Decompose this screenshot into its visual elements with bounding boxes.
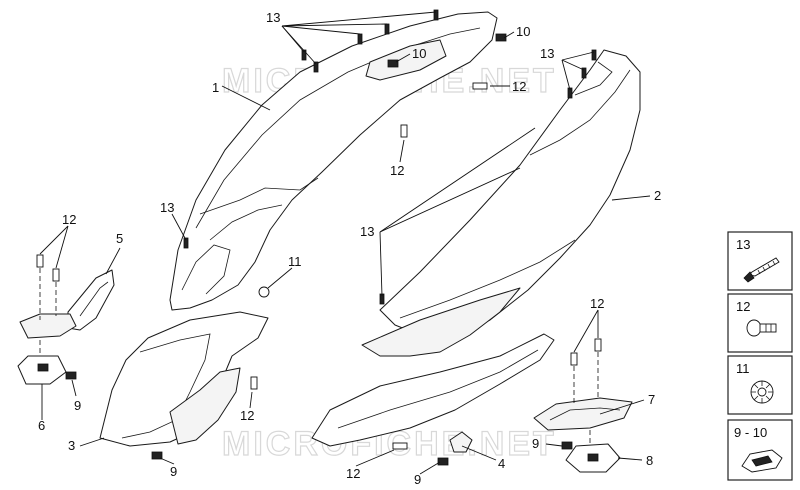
callout-10: 10: [516, 24, 530, 39]
part-4-lower-trim: [311, 333, 555, 453]
callout-12: 12: [62, 212, 76, 227]
callout-10: 10: [412, 46, 426, 61]
callout-9: 9: [532, 436, 539, 451]
callout-9: 9: [414, 472, 421, 487]
callout-3: 3: [68, 438, 75, 453]
bolt-icon: [746, 319, 777, 337]
legend-item-screw: 13: [727, 231, 793, 291]
spring-clip-icon: [741, 449, 783, 473]
screw-icon: [743, 257, 780, 283]
callout-7: 7: [648, 392, 655, 407]
callout-13: 13: [160, 200, 174, 215]
part-2-right-side-panel: [361, 49, 641, 357]
callout-12: 12: [240, 408, 254, 423]
callout-labels: 13 13 13 13 10 10 12 12 12 12 12 12 1 2 …: [38, 10, 661, 487]
legend-item-bolt: 12: [727, 293, 793, 353]
callout-5: 5: [116, 231, 123, 246]
part-3-left-lower-panel: [99, 311, 269, 447]
callout-4: 4: [498, 456, 505, 471]
part-6-bracket-left: [17, 313, 77, 385]
callout-1: 1: [212, 80, 219, 95]
callout-2: 2: [654, 188, 661, 203]
callout-9: 9: [170, 464, 177, 479]
callout-13: 13: [266, 10, 280, 25]
legend-label: 9 - 10: [734, 425, 767, 440]
callout-12: 12: [590, 296, 604, 311]
legend-label: 13: [736, 237, 750, 252]
legend-label: 12: [736, 299, 750, 314]
part-1-left-side-panel: [169, 11, 498, 311]
hardware-fasteners: [36, 9, 602, 466]
callout-8: 8: [646, 453, 653, 468]
part-5-footrest-cover-left: [67, 269, 115, 331]
lock-washer-icon: [750, 380, 774, 404]
callout-13: 13: [540, 46, 554, 61]
callout-13: 13: [360, 224, 374, 239]
legend-item-lock-washer: 11: [727, 355, 793, 415]
callout-6: 6: [38, 418, 45, 433]
callout-12: 12: [512, 79, 526, 94]
hardware-legend: 13 12 11: [727, 231, 793, 481]
callout-12: 12: [390, 163, 404, 178]
assembly-dash-lines: [39, 268, 599, 446]
callout-12: 12: [346, 466, 360, 481]
part-7-footrest-right: [533, 397, 633, 431]
legend-item-spring-clip: 9 - 10: [727, 419, 793, 481]
legend-label: 11: [736, 361, 750, 376]
callout-11: 11: [288, 254, 302, 269]
leader-lines: [39, 11, 651, 475]
callout-9: 9: [74, 398, 81, 413]
part-8-bracket-right: [565, 443, 621, 473]
